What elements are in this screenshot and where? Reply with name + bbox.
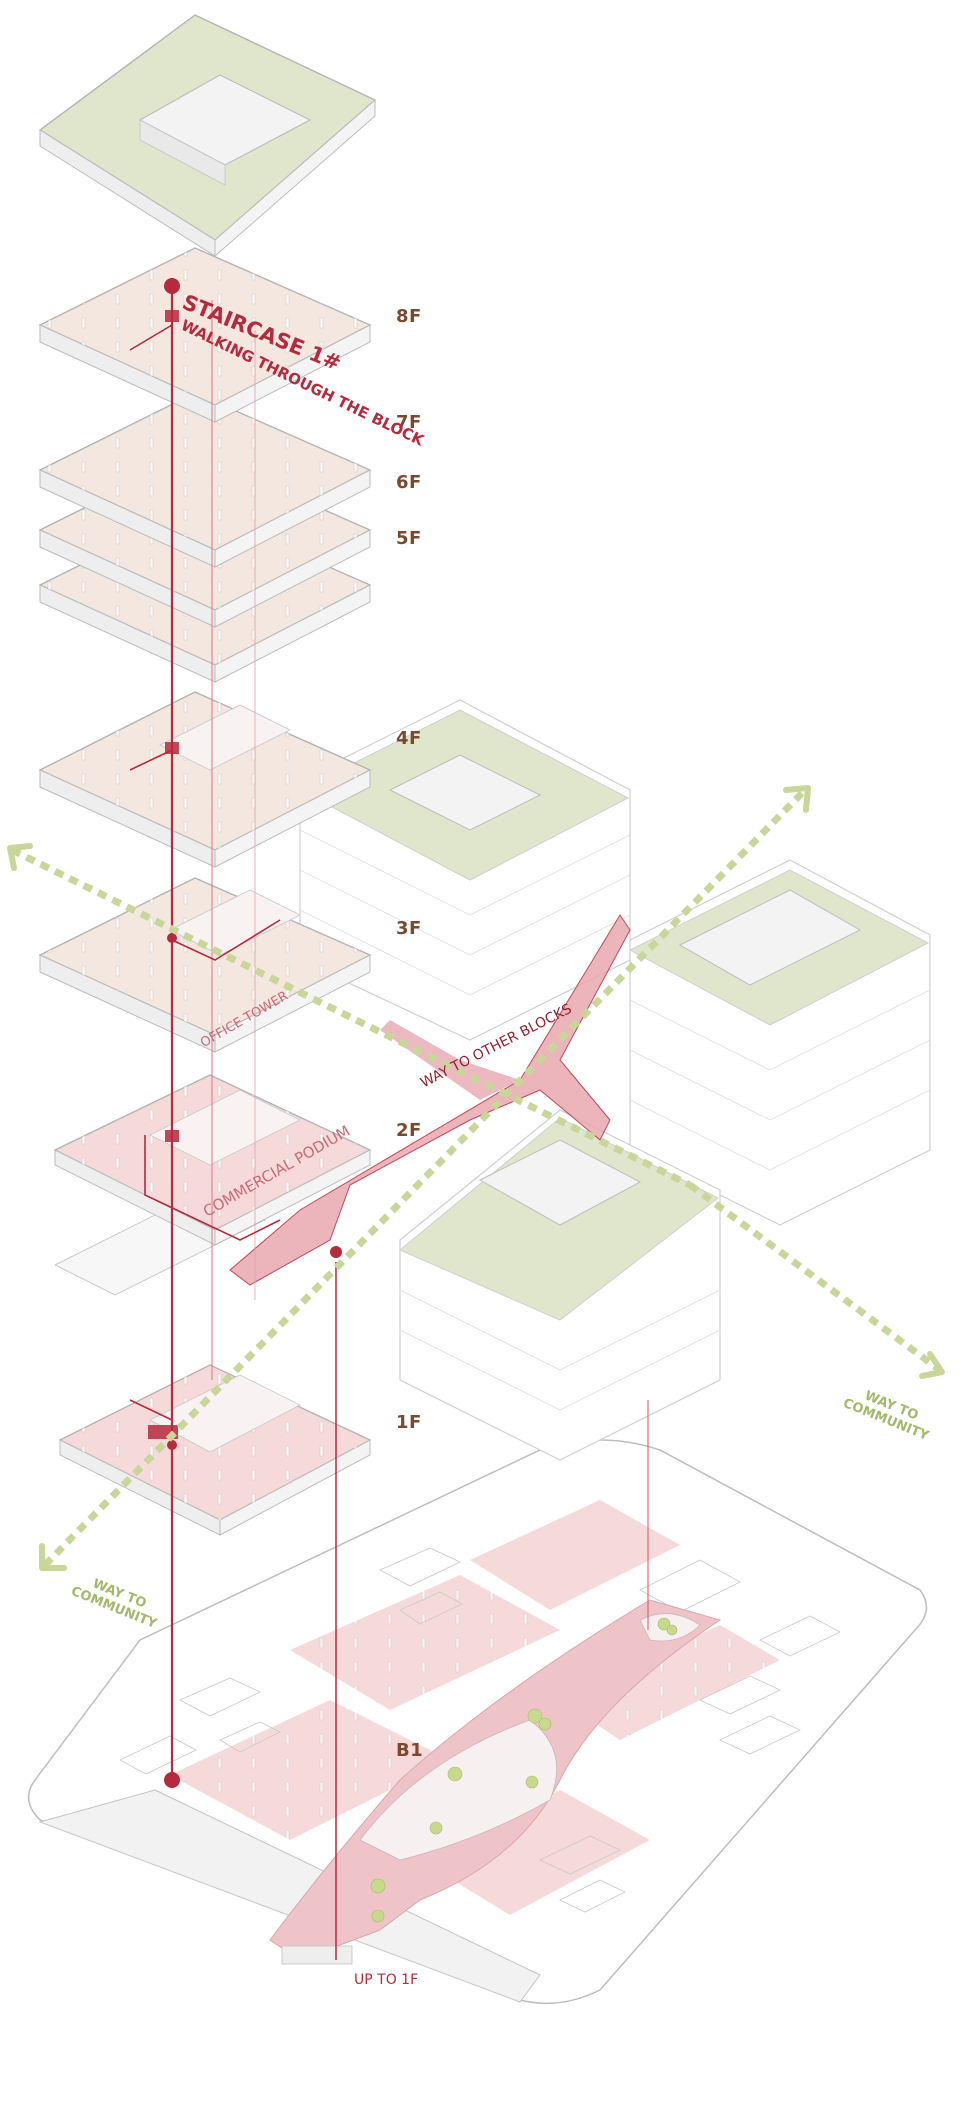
floor-label-6f: 6F (396, 472, 422, 493)
floor-label-1f: 1F (396, 1412, 422, 1433)
floor-label-b1: B1 (396, 1740, 424, 1761)
green-axis-arrowheads (7, 785, 945, 1571)
floor-label-8f: 8F (396, 306, 422, 327)
bridge-to-other-blocks (229, 914, 631, 1286)
walking-route (129, 324, 281, 1421)
block-building-north (298, 699, 631, 1041)
floor-plate-7f (38, 392, 372, 568)
block-building-east (628, 859, 931, 1226)
floor-label-7f: 7F (396, 412, 422, 433)
floor-plate-8f (38, 247, 372, 423)
floor-label-3f: 3F (396, 918, 422, 939)
roof-plate (38, 14, 377, 258)
floor-plate-3f (38, 877, 372, 1053)
up-to-1f-label: UP TO 1F (354, 1972, 419, 1988)
floor-label-5f: 5F (396, 528, 422, 549)
floor-label-2f: 2F (396, 1120, 422, 1141)
floor-label-4f: 4F (396, 728, 422, 749)
block-building-south (399, 1109, 721, 1461)
staircase-core (148, 278, 649, 1960)
floor-plate-b1 (27, 1439, 928, 2005)
green-axis-paths (10, 787, 943, 1568)
